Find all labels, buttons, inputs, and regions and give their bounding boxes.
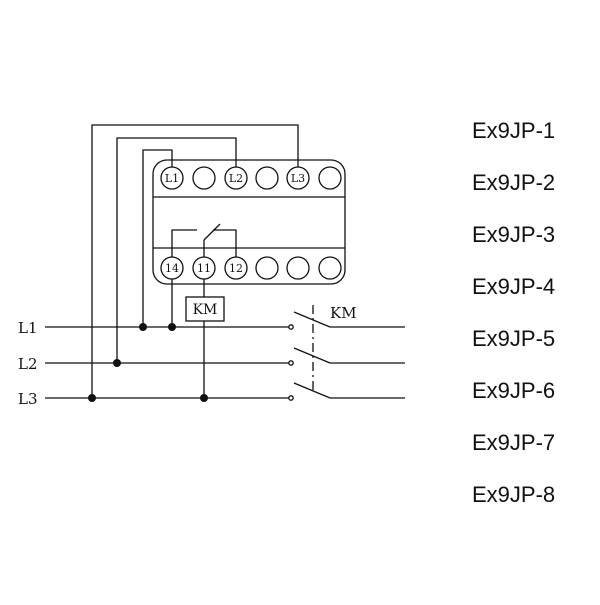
model-item: Ex9JP-3 (472, 222, 556, 247)
terminal-bottom-6 (318, 256, 342, 280)
line-label-l1: L1 (18, 319, 38, 337)
terminal-top-2 (192, 166, 216, 190)
model-item: Ex9JP-5 (472, 326, 556, 351)
top-terminals: L1 L2 L3 (160, 166, 342, 190)
device-body (152, 159, 346, 285)
model-list: Ex9JP-1 Ex9JP-2 Ex9JP-3 Ex9JP-4 Ex9JP-5 … (472, 116, 555, 532)
model-item: Ex9JP-7 (472, 430, 556, 455)
terminal-label: L2 (229, 172, 243, 185)
terminal-label: L3 (291, 172, 305, 185)
bottom-terminals: 14 11 12 (160, 256, 342, 280)
model-item: Ex9JP-8 (472, 482, 556, 507)
contactor-contacts (288, 305, 405, 401)
km-coil-box (185, 296, 225, 322)
line-label-l3: L3 (18, 390, 38, 408)
relay-contact (171, 223, 237, 257)
model-item: Ex9JP-1 (472, 118, 556, 143)
junction-dots (88, 323, 208, 402)
terminal-bottom-5 (286, 256, 310, 280)
phase-lines (45, 326, 289, 399)
terminal-top-4 (255, 166, 279, 190)
terminal-label: L1 (165, 172, 179, 185)
terminal-label: 14 (165, 262, 179, 275)
model-item: Ex9JP-2 (472, 170, 556, 195)
terminal-bottom-4 (255, 256, 279, 280)
terminal-label: 12 (229, 262, 243, 275)
model-item: Ex9JP-6 (472, 378, 556, 403)
contactor-label: KM (330, 304, 357, 322)
wire-l2-to-terminal (116, 137, 237, 363)
wire-l1-to-terminal (142, 149, 173, 327)
terminal-label: 11 (197, 262, 211, 275)
terminal-top-6 (318, 166, 342, 190)
model-item: Ex9JP-4 (472, 274, 556, 299)
km-coil-label: KM (193, 302, 218, 318)
supply-wires (91, 124, 299, 398)
wire-l3-to-terminal (91, 124, 299, 398)
line-label-l2: L2 (18, 355, 38, 373)
